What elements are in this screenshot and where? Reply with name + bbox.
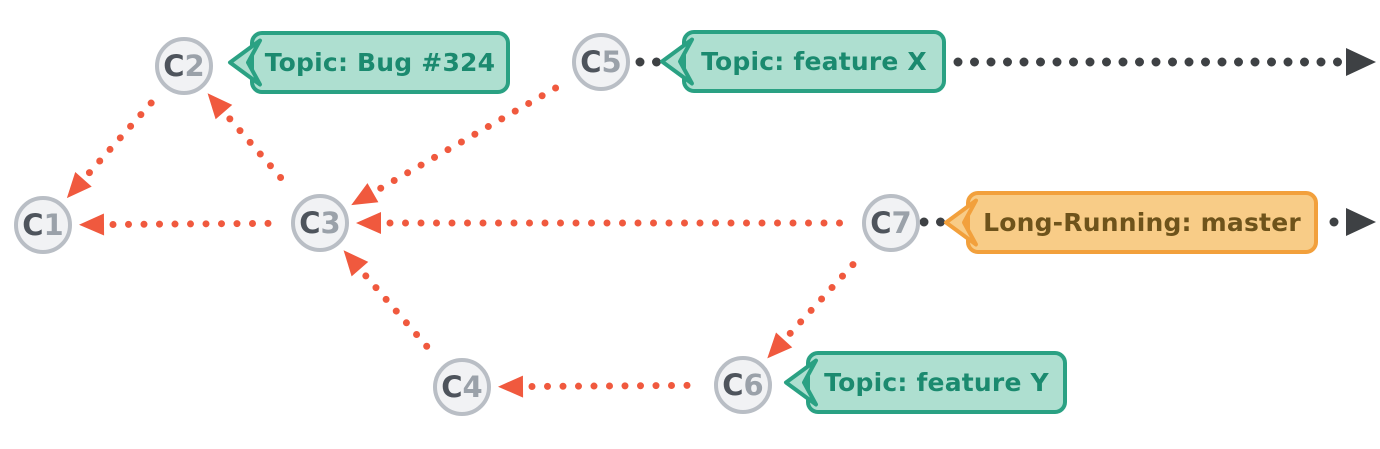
edge-C5-C3 [377,80,566,192]
commit-id-prefix: C [299,206,321,240]
commit-id-prefix: C [870,206,892,240]
branch-label-text: Long-Running: master [983,208,1301,237]
speech-bubble-shape [944,191,1318,254]
edge-C2-C1-arrowhead-icon [66,172,92,199]
edge-C6-C4-arrowhead-icon [497,375,524,398]
commit-id-number: 7 [891,206,912,240]
branch-label-master: Long-Running: master [944,191,1318,254]
commit-id-prefix: C [441,370,463,404]
commit-id-prefix: C [580,45,602,79]
edge-C3-C2 [226,115,295,193]
commit-id-prefix: C [163,49,185,83]
edge-C3-C1-arrowhead-icon [78,213,105,236]
edge-C2-C1 [85,96,158,177]
commit-id-number: 5 [601,45,622,79]
branch-label-feature-y: Topic: feature Y [784,351,1067,414]
commit-id-number: 6 [743,368,764,402]
commit-id-number: 4 [462,370,483,404]
speech-bubble-shape [660,30,946,93]
branch-label-feature-x: Topic: feature X [660,30,946,93]
edge-C5-C3-arrowhead-icon [351,183,379,206]
edge-C4-C3-arrowhead-icon [343,250,369,277]
branch-label-text: Topic: feature X [701,47,927,76]
commit-id-number: 3 [320,206,341,240]
edge-C4-C3 [362,272,437,357]
commit-id-prefix: C [22,208,44,242]
branch-label-text: Topic: Bug #324 [264,48,496,77]
edge-C6-C4 [528,381,702,391]
commit-id-number: 1 [43,208,64,242]
edge-C7-C6-arrowhead-icon [767,332,793,359]
commit-id-number: 2 [184,49,205,83]
edge-C3-C1 [109,219,279,228]
edge-C3-C2-arrowhead-icon [207,93,233,120]
timeline-feature-x-arrowhead-icon [1346,48,1376,76]
edge-C7-C3-arrowhead-icon [356,212,381,234]
timeline-master-arrowhead-icon [1346,208,1376,236]
branch-label-text: Topic: feature Y [824,368,1049,397]
branch-label-bug-324: Topic: Bug #324 [228,31,510,94]
commit-id-prefix: C [722,368,744,402]
edge-C7-C6 [786,252,865,337]
speech-bubble-shape [228,31,510,94]
speech-bubble-shape [784,351,1067,414]
